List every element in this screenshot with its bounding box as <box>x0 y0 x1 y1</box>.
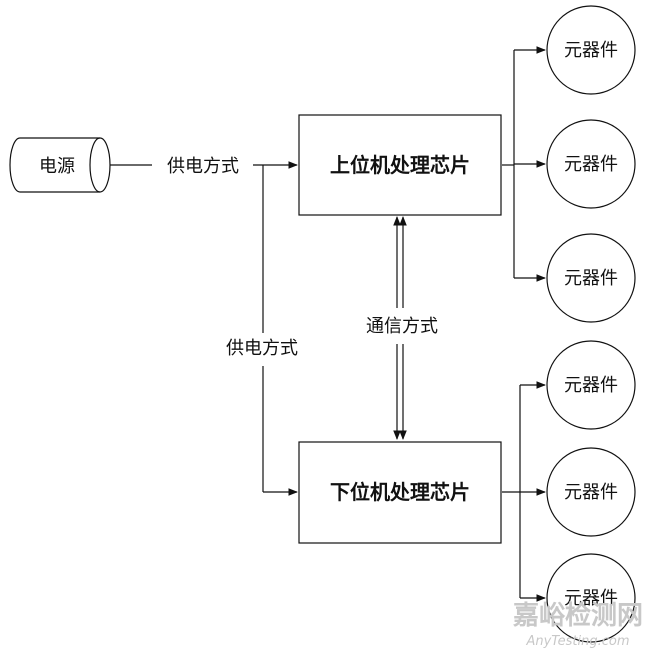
supply-label-top: 供电方式 <box>167 156 239 177</box>
comm-label: 通信方式 <box>366 316 438 337</box>
component-label: 元器件 <box>564 482 618 503</box>
upper-chip-label: 上位机处理芯片 <box>330 153 470 177</box>
power-source: 电源 <box>9 137 111 193</box>
lower-chip-label: 下位机处理芯片 <box>330 480 470 504</box>
component-node: 元器件 <box>546 447 636 537</box>
upper-fanout <box>502 46 546 282</box>
component-node: 元器件 <box>546 5 636 95</box>
component-label: 元器件 <box>564 154 618 175</box>
supply-label-left: 供电方式 <box>226 338 298 359</box>
component-node: 元器件 <box>546 119 636 209</box>
component-node: 元器件 <box>546 233 636 323</box>
watermark: 嘉峪检测网 AnyTesting.com <box>513 600 643 649</box>
lower-chip: 下位机处理芯片 <box>298 441 502 544</box>
power-source-label: 电源 <box>39 156 75 177</box>
component-label: 元器件 <box>564 588 618 609</box>
component-label: 元器件 <box>564 268 618 289</box>
component-node: 元器件 <box>546 340 636 430</box>
watermark-cn: 嘉峪检测网 <box>513 600 643 631</box>
lower-fanout <box>502 381 546 602</box>
component-label: 元器件 <box>564 375 618 396</box>
watermark-en: AnyTesting.com <box>525 634 629 649</box>
component-label: 元器件 <box>564 40 618 61</box>
component-node: 元器件 <box>546 553 636 643</box>
upper-chip: 上位机处理芯片 <box>298 114 502 216</box>
